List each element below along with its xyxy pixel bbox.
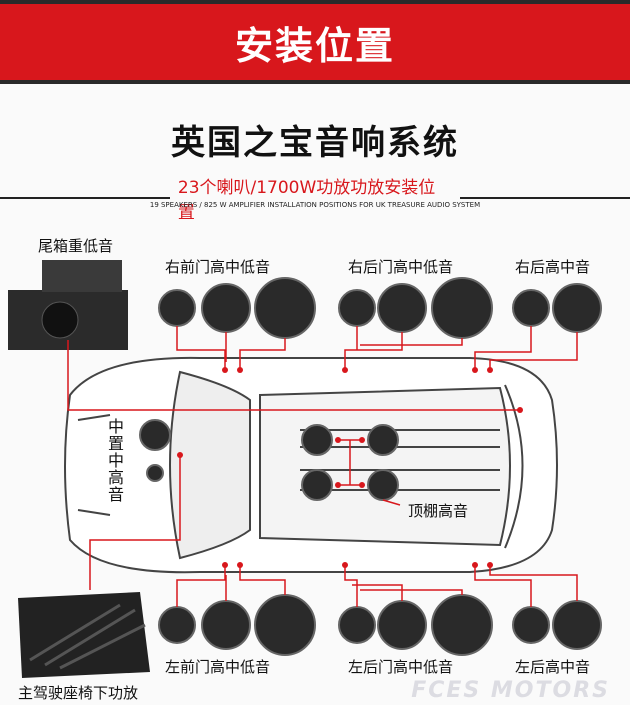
car-outline <box>64 356 558 574</box>
label-amplifier: 主驾驶座椅下功放 <box>18 684 139 702</box>
label-left-rear: 左后高中音 <box>515 658 591 676</box>
leader-lines <box>67 326 578 607</box>
subtitle: 23个喇叭/1700W功放功放安装位置 <box>0 173 630 223</box>
english-subtitle: 19 SPEAKERS / 825 W AMPLIFIER INSTALLATI… <box>149 201 481 209</box>
label-trunk-subwoofer: 尾箱重低音 <box>38 237 114 255</box>
divider <box>0 197 170 199</box>
speakers <box>139 277 602 656</box>
page-title: 英国之宝音响系统 <box>171 123 459 163</box>
label-right-rear-door: 右后门高中低音 <box>348 258 454 276</box>
divider <box>460 197 630 199</box>
banner-title: 安装位置 <box>0 4 630 80</box>
connection-dots <box>177 367 523 568</box>
label-right-front-door: 右前门高中低音 <box>165 258 271 276</box>
label-left-rear-door: 左后门高中低音 <box>348 658 454 676</box>
watermark: FCES MOTORS <box>411 678 610 703</box>
amplifier-icon <box>18 592 150 678</box>
subtitle-text: 23个喇叭/1700W功放功放安装位置 <box>177 178 436 223</box>
label-roof-tweeter: 顶棚高音 <box>408 502 469 520</box>
label-center-text: 中置中高音 <box>105 418 124 503</box>
label-right-rear: 右后高中音 <box>515 258 591 276</box>
label-left-front-door: 左前门高中低音 <box>165 658 271 676</box>
label-center: 中置中高音 <box>102 418 126 507</box>
subwoofer-box-icon <box>8 260 128 350</box>
